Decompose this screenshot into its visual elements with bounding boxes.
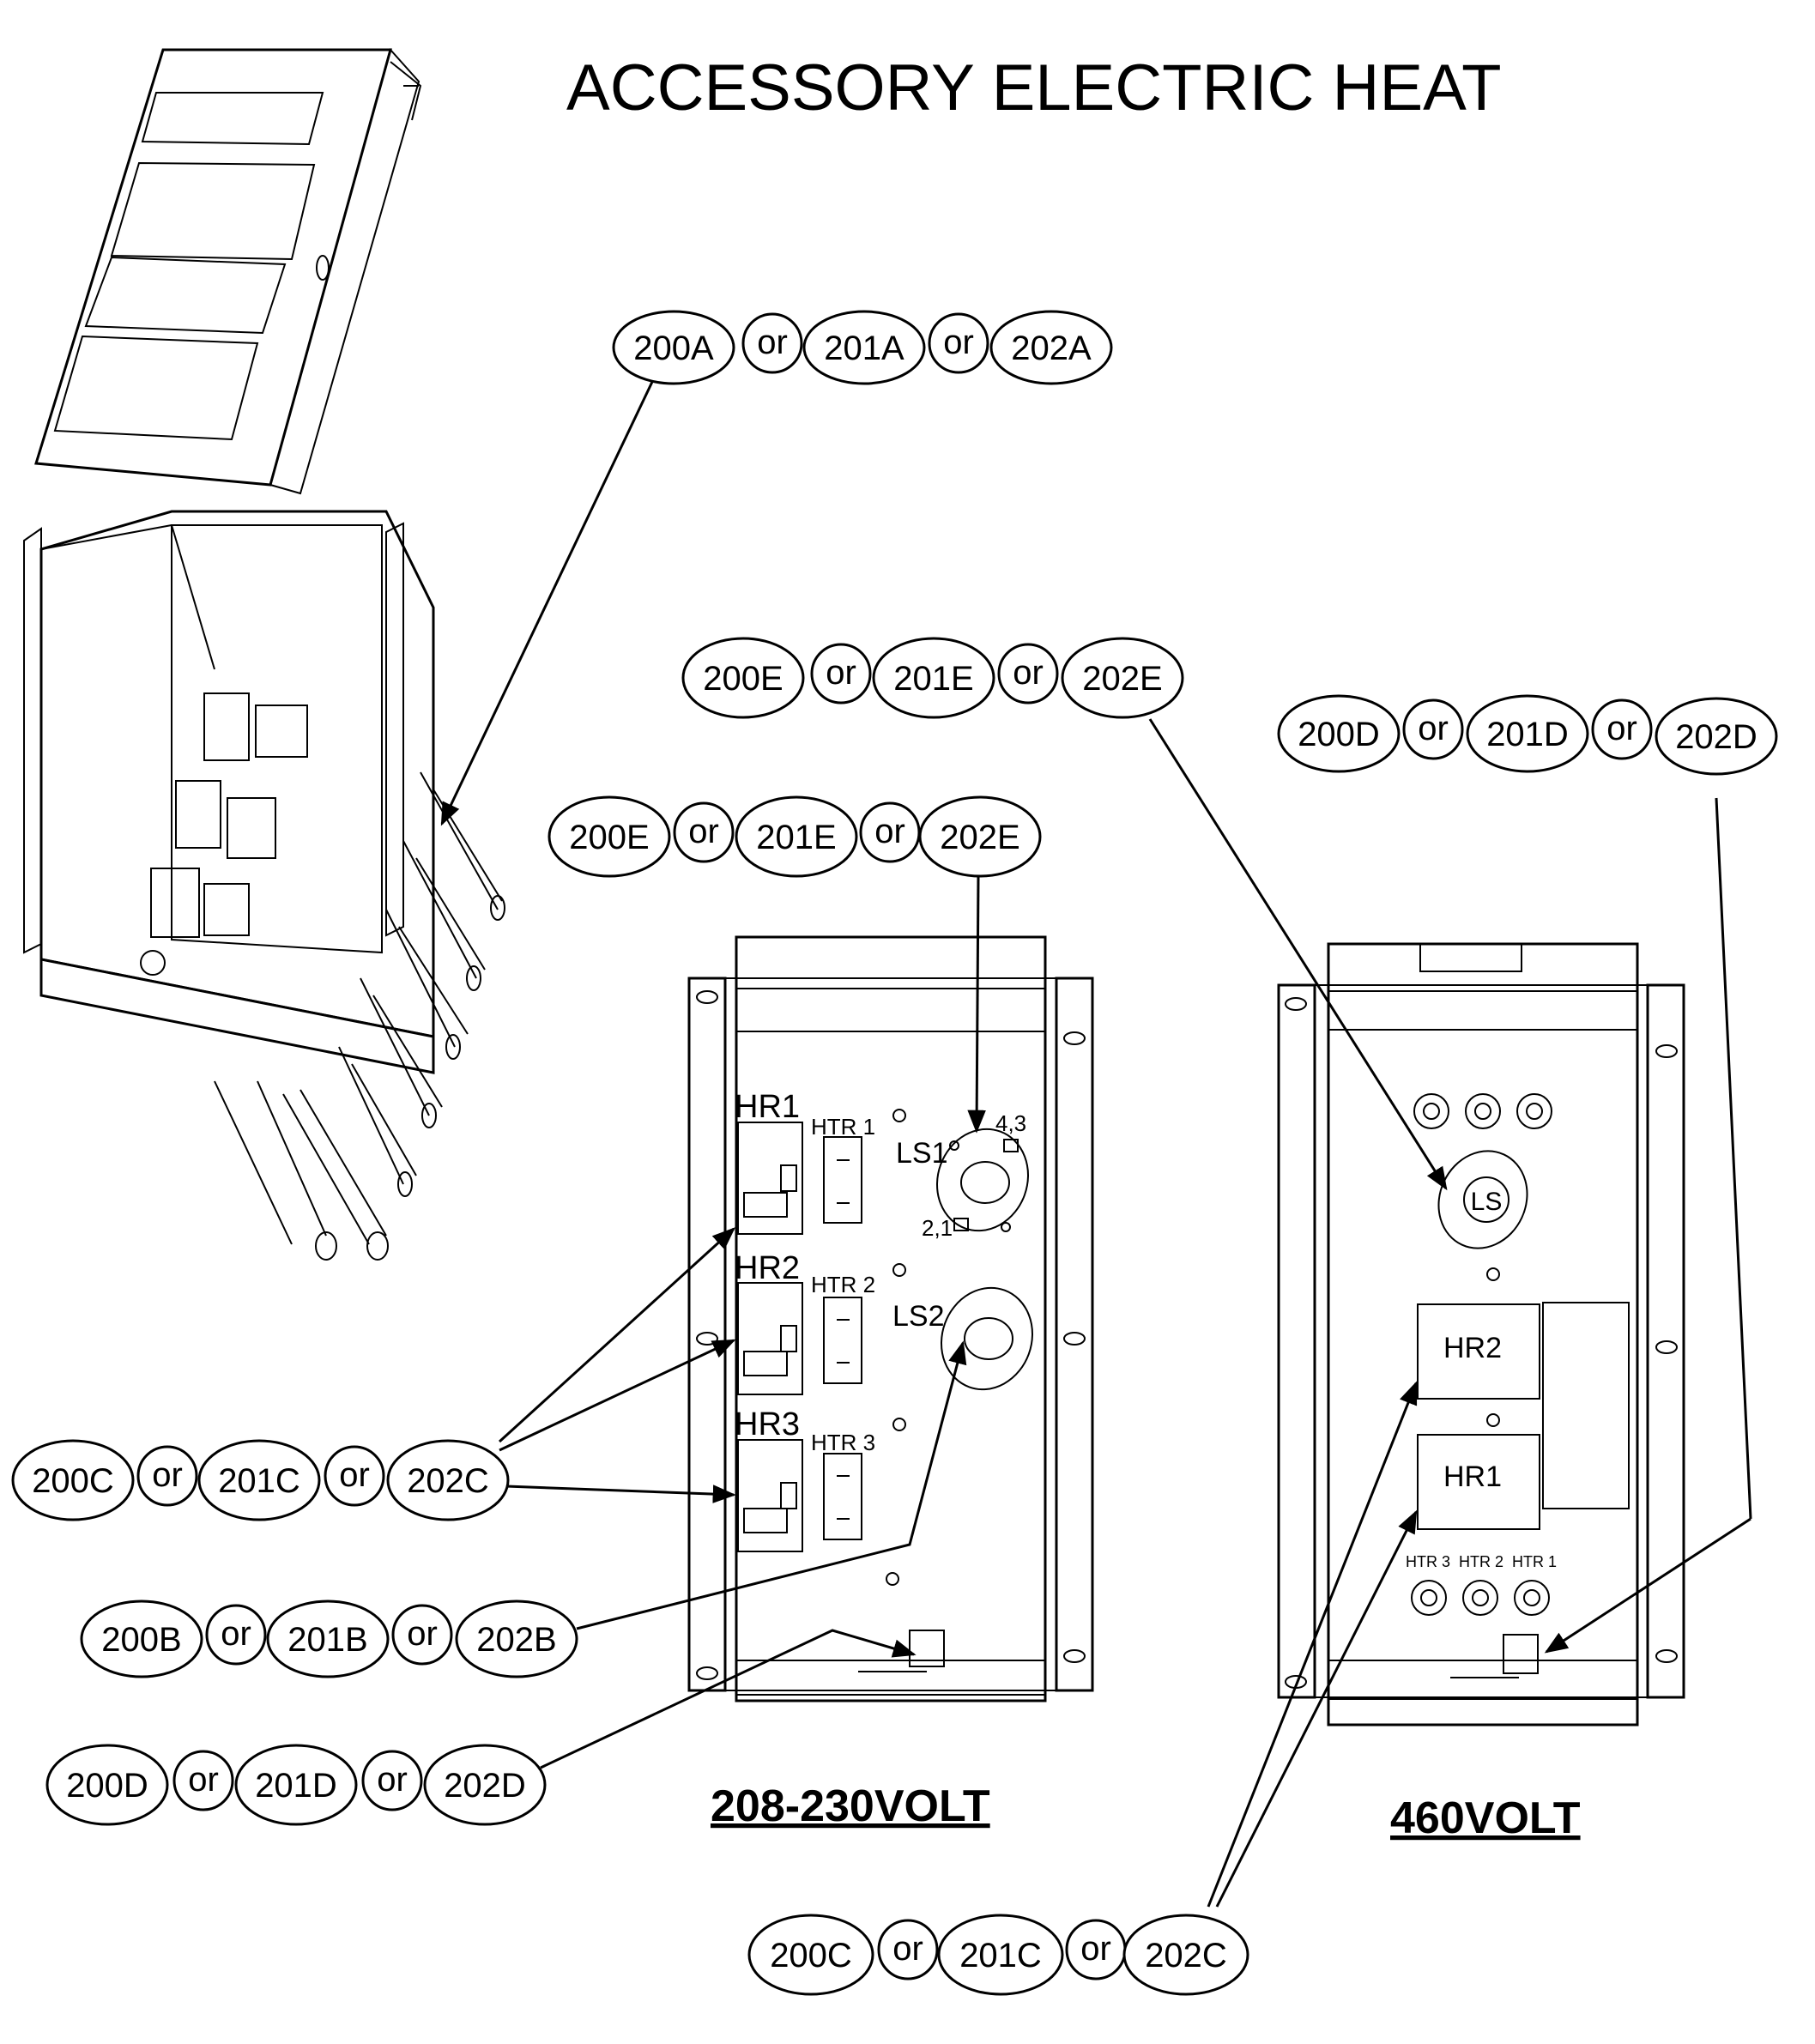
callout-c-left-0: 200C bbox=[32, 1462, 114, 1500]
callout-c-bottom-1: or bbox=[892, 1930, 923, 1968]
callout-a-2: 201A bbox=[824, 330, 904, 367]
htr2-460-label: HTR 2 bbox=[1459, 1553, 1503, 1570]
relay-hr3: HR3 bbox=[735, 1406, 803, 1552]
callout-d-left-4: 202D bbox=[444, 1767, 526, 1805]
callout-e-mid-1: or bbox=[688, 813, 719, 850]
callout-b-left-1: or bbox=[221, 1615, 251, 1653]
line-terminals bbox=[1413, 1093, 1552, 1129]
diagram-title: ACCESSORY ELECTRIC HEAT bbox=[566, 51, 1502, 124]
callout-e-right-0: 200E bbox=[703, 660, 783, 698]
callout-d-left-3: or bbox=[377, 1761, 408, 1799]
callout-c-left-1: or bbox=[152, 1456, 183, 1494]
callout-d-right-2: 201D bbox=[1486, 716, 1569, 753]
callout-e-mid-0: 200E bbox=[569, 819, 649, 856]
callout-d-right-1: or bbox=[1418, 710, 1449, 747]
callout-e-mid-2: 201E bbox=[756, 819, 836, 856]
callout-d-right-0: 200D bbox=[1298, 716, 1380, 753]
htr1-label: HTR 1 bbox=[811, 1114, 875, 1140]
relay-hr1: HR1 bbox=[735, 1089, 803, 1235]
hr2-460-label: HR2 bbox=[1443, 1332, 1502, 1364]
panel-208-230v: HR1 HR2 HR3 HTR 1 HTR 2 HTR 3 bbox=[687, 935, 1094, 1831]
htr3-label: HTR 3 bbox=[811, 1430, 875, 1455]
callout-b-left-0: 200B bbox=[101, 1621, 181, 1659]
hr1-label: HR1 bbox=[735, 1089, 800, 1125]
relay-hr2-460: HR2 bbox=[1417, 1302, 1630, 1509]
callout-c-bottom-3: or bbox=[1080, 1930, 1111, 1968]
callout-c-left: 200C or 201C or 202C bbox=[11, 1439, 510, 1521]
heater-assembly-illustration bbox=[23, 47, 505, 1261]
callout-c-left-4: 202C bbox=[407, 1462, 489, 1500]
relay-hr1-460: HR1 bbox=[1417, 1413, 1540, 1530]
callout-d-left-1: or bbox=[188, 1761, 219, 1799]
callout-c-left-3: or bbox=[339, 1456, 370, 1494]
callout-b-left-2: 201B bbox=[287, 1621, 367, 1659]
htr1-460-label: HTR 1 bbox=[1512, 1553, 1557, 1570]
panel-460v: LS HR2 HR1 HTR 3 HTR 2 HTR 1 460VOLT bbox=[1277, 942, 1685, 1843]
callout-b-left: 200B or 201B or 202B bbox=[80, 1600, 578, 1678]
ls2-label: LS2 bbox=[892, 1300, 945, 1333]
callout-d-left: 200D or 201D or 202D bbox=[45, 1744, 547, 1826]
callout-d-left-0: 200D bbox=[66, 1767, 148, 1805]
callout-e-right-4: 202E bbox=[1082, 660, 1162, 698]
callout-e-right: 200E or 201E or 202E bbox=[681, 637, 1184, 719]
heater-terminals-460: HTR 3 HTR 2 HTR 1 bbox=[1406, 1553, 1557, 1616]
callout-a-4: 202A bbox=[1011, 330, 1092, 367]
callout-b-left-3: or bbox=[407, 1615, 438, 1653]
limit-switch-ls2: LS2 bbox=[892, 1286, 1033, 1391]
callout-e-mid-3: or bbox=[874, 813, 905, 850]
callout-c-bottom-4: 202C bbox=[1145, 1937, 1227, 1974]
caption-460v: 460VOLT bbox=[1390, 1793, 1581, 1843]
limit-switch-ls: LS bbox=[1437, 1150, 1528, 1281]
callout-e-right-1: or bbox=[826, 654, 856, 692]
ls1-terminal-43: 4,3 bbox=[995, 1110, 1026, 1136]
hr1-460-label: HR1 bbox=[1443, 1460, 1502, 1493]
limit-switch-ls1: LS1 4,3 2,1 bbox=[896, 1110, 1029, 1241]
callout-e-mid-4: 202E bbox=[940, 819, 1019, 856]
callout-c-bottom-0: 200C bbox=[770, 1937, 852, 1974]
control-box bbox=[23, 510, 505, 1261]
htr2-label: HTR 2 bbox=[811, 1272, 875, 1297]
relay-hr2: HR2 bbox=[735, 1250, 803, 1395]
callout-e-right-2: 201E bbox=[893, 660, 973, 698]
callout-d-right-3: or bbox=[1606, 710, 1637, 747]
callout-c-bottom-2: 201C bbox=[959, 1937, 1042, 1974]
leader-lines bbox=[440, 381, 1752, 1908]
callout-a-3: or bbox=[943, 324, 974, 361]
callout-d-right: 200D or 201D or 202D bbox=[1277, 694, 1778, 776]
callout-a-0: 200A bbox=[633, 330, 714, 367]
ls-label: LS bbox=[1471, 1188, 1503, 1216]
hr2-label: HR2 bbox=[735, 1250, 800, 1286]
heater-strips: HTR 1 HTR 2 HTR 3 bbox=[811, 1109, 906, 1586]
callout-d-left-2: 201D bbox=[255, 1767, 337, 1805]
callout-a: 200A or 201A or 202A bbox=[612, 310, 1113, 385]
callout-e-mid: 200E or 201E or 202E bbox=[548, 795, 1042, 878]
ls1-label: LS1 bbox=[896, 1137, 948, 1170]
caption-208-230v: 208-230VOLT bbox=[711, 1781, 990, 1831]
callout-a-1: or bbox=[757, 324, 788, 361]
callout-c-left-2: 201C bbox=[218, 1462, 300, 1500]
callout-b-left-4: 202B bbox=[476, 1621, 556, 1659]
hr3-label: HR3 bbox=[735, 1406, 800, 1442]
callout-d-right-4: 202D bbox=[1675, 718, 1758, 756]
callout-e-right-3: or bbox=[1013, 654, 1044, 692]
ls1-terminal-21: 2,1 bbox=[922, 1215, 953, 1241]
htr3-460-label: HTR 3 bbox=[1406, 1553, 1450, 1570]
cover-plate bbox=[34, 47, 422, 495]
callout-c-bottom: 200C or 201C or 202C bbox=[747, 1914, 1249, 1996]
